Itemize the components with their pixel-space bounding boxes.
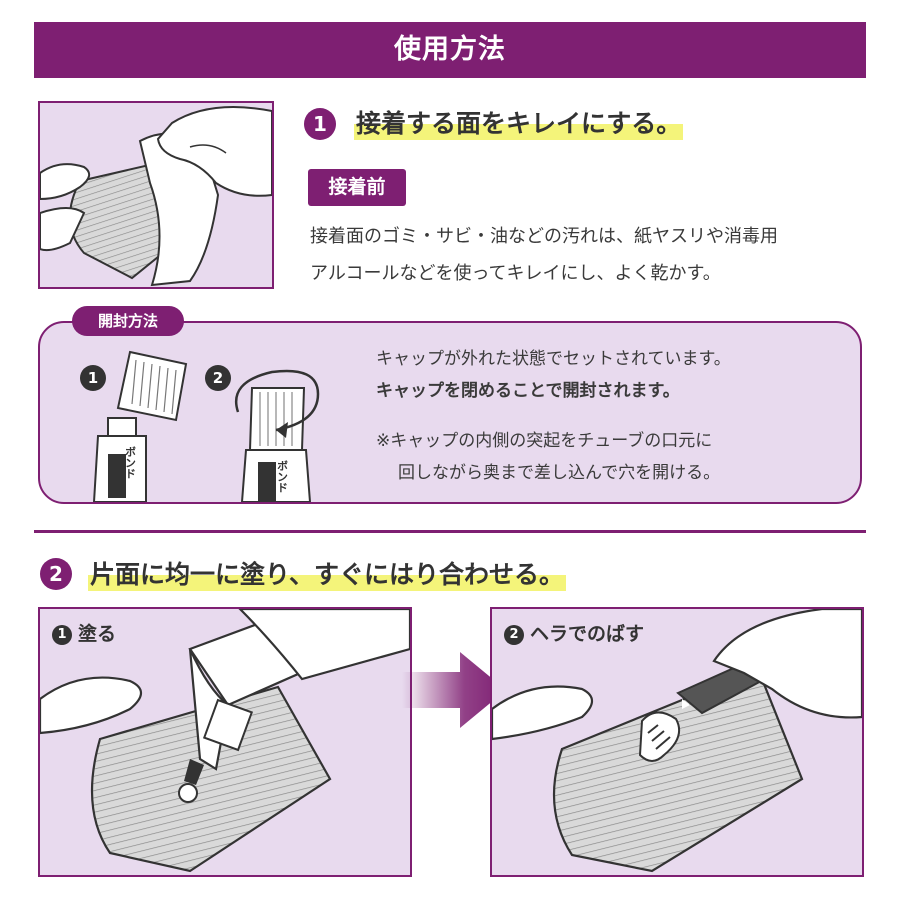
apply-label-number: 1	[52, 625, 72, 645]
apply-panel: 1 塗る	[38, 607, 412, 877]
step2-number: 2	[40, 558, 72, 590]
tube-with-cap-illustration: ボンド	[234, 369, 320, 502]
clean-surface-illustration	[40, 106, 272, 287]
section-divider	[34, 530, 866, 533]
section-header: 使用方法	[34, 22, 866, 78]
cap-icon	[116, 350, 188, 422]
step1-illustration	[38, 101, 274, 289]
tube-label-1: ボンド	[124, 446, 137, 479]
spread-label-number: 2	[504, 625, 524, 645]
spread-panel: 2 ヘラでのばす	[490, 607, 864, 877]
before-bonding-badge: 接着前	[308, 169, 406, 206]
step1-text-line-2: アルコールなどを使ってキレイにし、よく乾かす。	[310, 263, 721, 284]
tube-icon: ボンド	[92, 417, 147, 502]
opening-line-2: キャップを閉めることで開封されます。	[376, 381, 680, 401]
spread-with-spatula-illustration	[492, 609, 862, 873]
step2-heading: 片面に均一に塗り、すぐにはり合わせる。	[88, 555, 567, 591]
tube-with-cap-icon: ボンド	[240, 387, 312, 502]
spread-label: 2 ヘラでのばす	[504, 619, 644, 646]
step1-number: 1	[304, 108, 336, 140]
arrow-right-icon	[402, 652, 506, 728]
tube-without-cap-illustration: ボンド	[92, 350, 188, 502]
opening-step-1-number: 1	[80, 365, 106, 391]
apply-glue-illustration	[40, 609, 410, 873]
opening-line-4: 回しながら奥まで差し込んで穴を開ける。	[398, 463, 721, 483]
spread-label-text: ヘラでのばす	[530, 623, 645, 645]
rotate-arrow-icon	[234, 369, 320, 438]
opening-method-tab: 開封方法	[72, 306, 184, 336]
opening-line-1: キャップが外れた状態でセットされています。	[376, 349, 731, 369]
opening-step-2-number: 2	[205, 365, 231, 391]
opening-line-3: ※キャップの内側の突起をチューブの口元に	[376, 431, 713, 451]
step1-text-line-1: 接着面のゴミ・サビ・油などの汚れは、紙ヤスリや消毒用	[310, 226, 778, 247]
section-title: 使用方法	[394, 34, 506, 65]
apply-label-text: 塗る	[78, 623, 117, 645]
tube-label-2: ボンド	[276, 460, 289, 493]
apply-label: 1 塗る	[52, 619, 116, 646]
step1-heading: 接着する面をキレイにする。	[354, 104, 684, 140]
